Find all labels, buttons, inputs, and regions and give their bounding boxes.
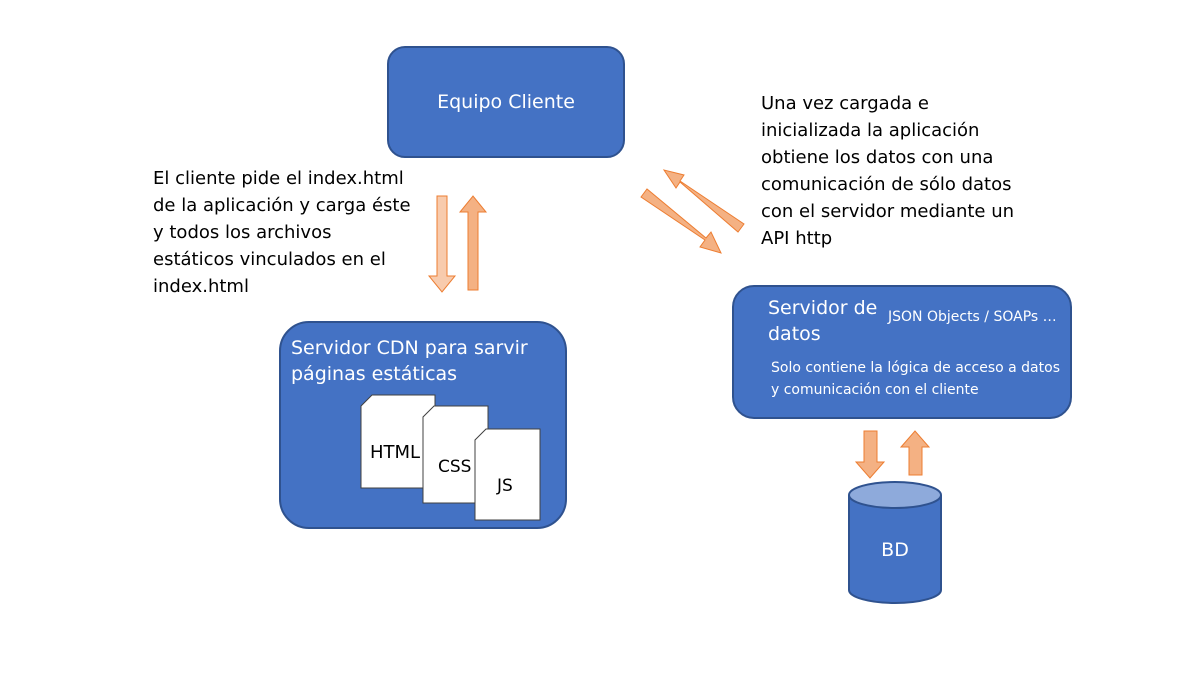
data-server-node: Servidor de datos JSON Objects / SOAPs …… bbox=[732, 285, 1072, 419]
html-file-label: HTML bbox=[370, 442, 420, 463]
arrow-db-to-data bbox=[899, 430, 931, 476]
api-communication-note: Una vez cargada e inicializada la aplica… bbox=[761, 93, 1015, 249]
arrow-client-to-data bbox=[640, 188, 722, 254]
arrow-data-to-client bbox=[662, 169, 745, 233]
arrow-cdn-to-client bbox=[458, 195, 488, 291]
html-file-icon: HTML bbox=[360, 394, 436, 489]
data-formats-label: JSON Objects / SOAPs … bbox=[888, 309, 1057, 325]
cdn-server-title: Servidor CDN para sarvir páginas estátic… bbox=[291, 337, 528, 385]
database-icon: BD bbox=[848, 481, 942, 604]
css-file-icon: CSS bbox=[422, 405, 489, 504]
js-file-label: JS bbox=[496, 476, 513, 496]
data-server-title: Servidor de datos bbox=[768, 297, 878, 345]
client-node: Equipo Cliente bbox=[387, 46, 625, 158]
database-label: BD bbox=[881, 539, 909, 561]
client-label: Equipo Cliente bbox=[437, 91, 575, 113]
data-server-description: Solo contiene la lógica de acceso a dato… bbox=[771, 360, 1060, 398]
js-file-icon: JS bbox=[474, 428, 541, 521]
arrow-data-to-db bbox=[854, 430, 886, 479]
client-request-note: El cliente pide el index.html de la apli… bbox=[153, 168, 411, 297]
css-file-label: CSS bbox=[438, 457, 471, 477]
arrow-client-to-cdn bbox=[427, 195, 457, 293]
